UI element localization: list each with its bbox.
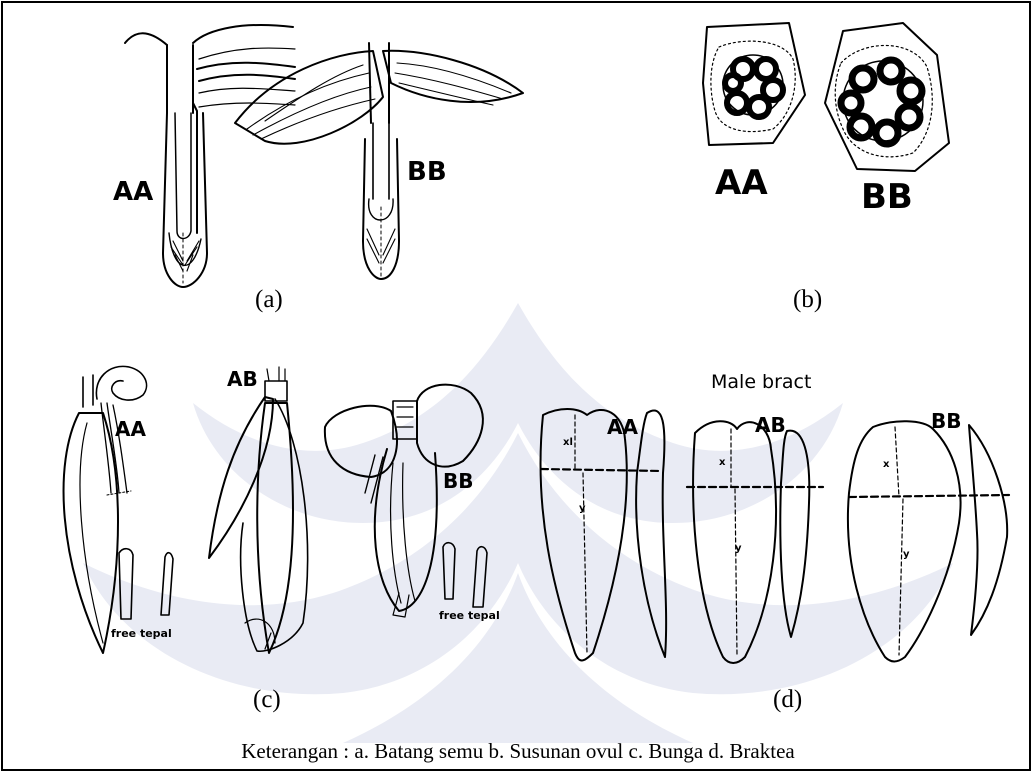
ovule-section-bb-drawing (825, 23, 949, 171)
pseudostem-bb-drawing (235, 43, 523, 279)
panel-a-caption: (a) (255, 286, 283, 314)
bract-bb-y-label: y (903, 549, 910, 560)
panel-c-label-ab: AB (227, 367, 258, 391)
bract-bb-x-label: x (883, 459, 889, 470)
bract-ab-drawing (687, 421, 823, 663)
figure-caption: Keterangan : a. Batang semu b. Susunan o… (3, 739, 1031, 764)
panel-a-label-aa: AA (113, 177, 153, 207)
panel-b-label-aa: AA (715, 163, 768, 203)
flower-aa-drawing (64, 366, 173, 653)
panel-b-caption: (b) (793, 286, 822, 314)
panel-d-title: Male bract (711, 371, 811, 393)
panel-b-label-bb: BB (861, 177, 913, 217)
bract-ab-x-label: x (719, 457, 725, 468)
panel-d-label-ab: AB (755, 413, 786, 437)
flower-ab-drawing (209, 367, 308, 653)
panel-c-free-tepal-aa: free tepal (111, 627, 172, 640)
panel-c-label-bb: BB (443, 469, 474, 493)
pseudostem-aa-drawing (125, 25, 295, 287)
panel-c-free-tepal-bb: free tepal (439, 609, 500, 622)
ovule-section-aa-drawing (703, 23, 805, 145)
bract-ab-y-label: y (735, 543, 742, 554)
bract-bb-drawing (848, 421, 1009, 661)
panel-c-caption: (c) (253, 686, 281, 714)
bract-aa-drawing (541, 409, 667, 661)
panel-d-label-bb: BB (931, 409, 962, 433)
panel-d-label-aa: AA (607, 415, 638, 439)
bract-aa-xl-label: xl (563, 437, 573, 448)
botanical-illustration (3, 3, 1031, 771)
flower-bb-drawing (325, 385, 487, 617)
bract-aa-y-label: y (579, 503, 586, 514)
panel-a-label-bb: BB (407, 157, 447, 187)
panel-c-label-aa: AA (115, 417, 146, 441)
panel-d-caption: (d) (773, 686, 802, 714)
